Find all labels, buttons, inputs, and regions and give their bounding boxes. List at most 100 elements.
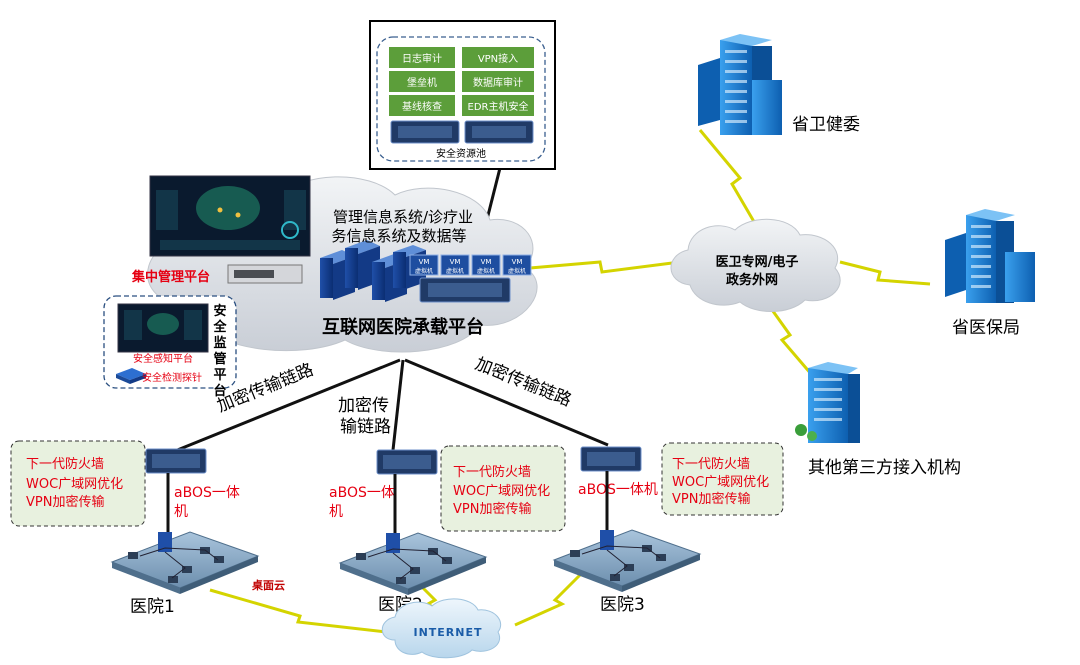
note-line: VPN加密传输 xyxy=(453,501,531,517)
pool-btn-text: 数据库审计 xyxy=(473,76,523,89)
pool-btn-text: 日志审计 xyxy=(402,52,442,65)
pool-btn-baseline xyxy=(389,95,455,116)
vm-box xyxy=(471,254,501,276)
pool-buttons: 日志审计 VPN接入 堡垒机 数据库审计 基线核查 EDR主机安全 xyxy=(389,47,534,116)
abos-label-1-line2: 机 xyxy=(174,504,188,520)
note-line: 下一代防火墙 xyxy=(453,464,531,480)
line-mid xyxy=(391,359,405,451)
note-line: WOC广域网优化 xyxy=(672,475,769,490)
vm-label: VM xyxy=(419,258,430,266)
lightning-h3-internet xyxy=(514,573,582,627)
abos-appliance-3 xyxy=(580,446,642,472)
internet-label: INTERNET xyxy=(413,626,482,639)
vm-sub-label: 虚拟机 xyxy=(508,267,526,275)
vm-label: VM xyxy=(450,258,461,266)
pool-btn-db-audit xyxy=(462,71,534,92)
monitor-platform: 安全感知平台 安全检测探针 安 全 监 管 平 台 xyxy=(103,295,237,399)
lightning-insurance xyxy=(839,260,931,286)
building-health xyxy=(698,34,782,135)
pool-btn-text: 堡垒机 xyxy=(407,76,437,89)
pool-btn-bastion xyxy=(389,71,455,92)
server-tower-1 xyxy=(320,250,355,300)
org-insurance-label: 省医保局 xyxy=(952,318,1020,338)
monitor-title-char: 安 xyxy=(213,303,226,319)
central-title: 互联网医院承载平台 xyxy=(322,316,484,338)
abos-label-2-line2: 机 xyxy=(329,504,343,520)
probe-label: 安全检测探针 xyxy=(142,371,202,384)
vm-sub-label: 虚拟机 xyxy=(415,267,433,275)
mgmt-server xyxy=(227,264,303,284)
monitor-title-char: 监 xyxy=(213,335,226,351)
vm-label: VM xyxy=(512,258,523,266)
hospital-1-label: 医院1 xyxy=(130,597,175,617)
hospital-lan-2 xyxy=(338,532,488,595)
org-health-label: 省卫健委 xyxy=(792,115,860,135)
hospital-lan-3 xyxy=(552,529,702,592)
internet-cloud: INTERNET xyxy=(381,598,502,659)
pool-appliance-left xyxy=(390,120,460,144)
monitor-title-char: 平 xyxy=(213,368,226,383)
note-line: 下一代防火墙 xyxy=(672,456,750,472)
vm-sub-label: 虚拟机 xyxy=(477,267,495,275)
vm-box xyxy=(502,254,532,276)
note-box-3: 下一代防火墙 WOC广域网优化 VPN加密传输 xyxy=(661,442,784,516)
building-third xyxy=(795,362,860,443)
lightning-third xyxy=(763,299,814,376)
note-line: VPN加密传输 xyxy=(672,491,750,507)
abos-label-1-line1: aBOS一体 xyxy=(174,485,240,501)
lightning-health xyxy=(698,129,762,233)
desktop-cloud-label: 桌面云 xyxy=(251,578,285,592)
abos-label-2-line1: aBOS一体 xyxy=(329,485,395,501)
central-desc-line2: 务信息系统及数据等 xyxy=(331,227,466,245)
lightning-h1-internet xyxy=(209,588,396,635)
link-label-mid-1: 加密传 xyxy=(338,396,389,416)
abos-appliance-2 xyxy=(376,449,438,475)
monitor-title-char: 台 xyxy=(213,383,226,399)
hospital-lan-1 xyxy=(110,531,260,594)
link-label-mid-2: 输链路 xyxy=(340,417,391,437)
note-box-1: 下一代防火墙 WOC广域网优化 VPN加密传输 xyxy=(10,440,146,527)
pool-label: 安全资源池 xyxy=(436,147,486,160)
line-right xyxy=(404,358,609,447)
note-line: VPN加密传输 xyxy=(26,494,104,510)
pool-btn-text: VPN接入 xyxy=(478,52,518,65)
link-label-right: 加密传输链路 xyxy=(472,354,574,411)
pool-appliance-right xyxy=(464,120,534,144)
pool-btn-text: 基线核查 xyxy=(402,100,442,113)
gov-cloud-line2: 政务外网 xyxy=(726,272,778,288)
abos-label-3: aBOS一体机 xyxy=(578,482,658,498)
org-third-label: 其他第三方接入机构 xyxy=(808,458,961,478)
central-appliance xyxy=(419,277,511,303)
tree-icon xyxy=(795,424,807,436)
vm-box xyxy=(409,254,439,276)
abos-appliance-1 xyxy=(145,448,207,474)
note-box-2: 下一代防火墙 WOC广域网优化 VPN加密传输 xyxy=(440,445,566,532)
central-desc-line1: 管理信息系统/诊疗业 xyxy=(333,208,473,226)
mgmt-dashboard xyxy=(149,175,311,257)
note-line: 下一代防火墙 xyxy=(26,456,104,472)
vm-sub-label: 虚拟机 xyxy=(446,267,464,275)
pool-btn-text: EDR主机安全 xyxy=(468,100,529,113)
mgmt-label: 集中管理平台 xyxy=(131,269,210,285)
building-insurance xyxy=(945,209,1035,303)
vm-label: VM xyxy=(481,258,492,266)
gov-cloud: 医卫专网/电子 政务外网 xyxy=(670,218,841,312)
security-pool: 日志审计 VPN接入 堡垒机 数据库审计 基线核查 EDR主机安全 安全资源池 xyxy=(369,20,556,170)
lightning-links xyxy=(209,129,931,635)
perception-label: 安全感知平台 xyxy=(133,352,193,365)
pool-btn-log-audit xyxy=(389,47,455,68)
probe-icon xyxy=(116,368,146,384)
monitor-title-char: 全 xyxy=(212,319,227,335)
note-line: WOC广域网优化 xyxy=(26,477,123,492)
monitor-title-char: 管 xyxy=(213,351,226,367)
line-left xyxy=(164,358,401,457)
hospital-3-label: 医院3 xyxy=(600,595,645,615)
pool-btn-edr xyxy=(462,95,534,116)
tree-icon xyxy=(807,431,817,441)
gov-cloud-shape xyxy=(670,218,841,312)
appliance-connectors xyxy=(166,471,609,542)
lightning-platform-gov xyxy=(529,260,681,274)
vm-box xyxy=(440,254,470,276)
pool-btn-vpn xyxy=(462,47,534,68)
